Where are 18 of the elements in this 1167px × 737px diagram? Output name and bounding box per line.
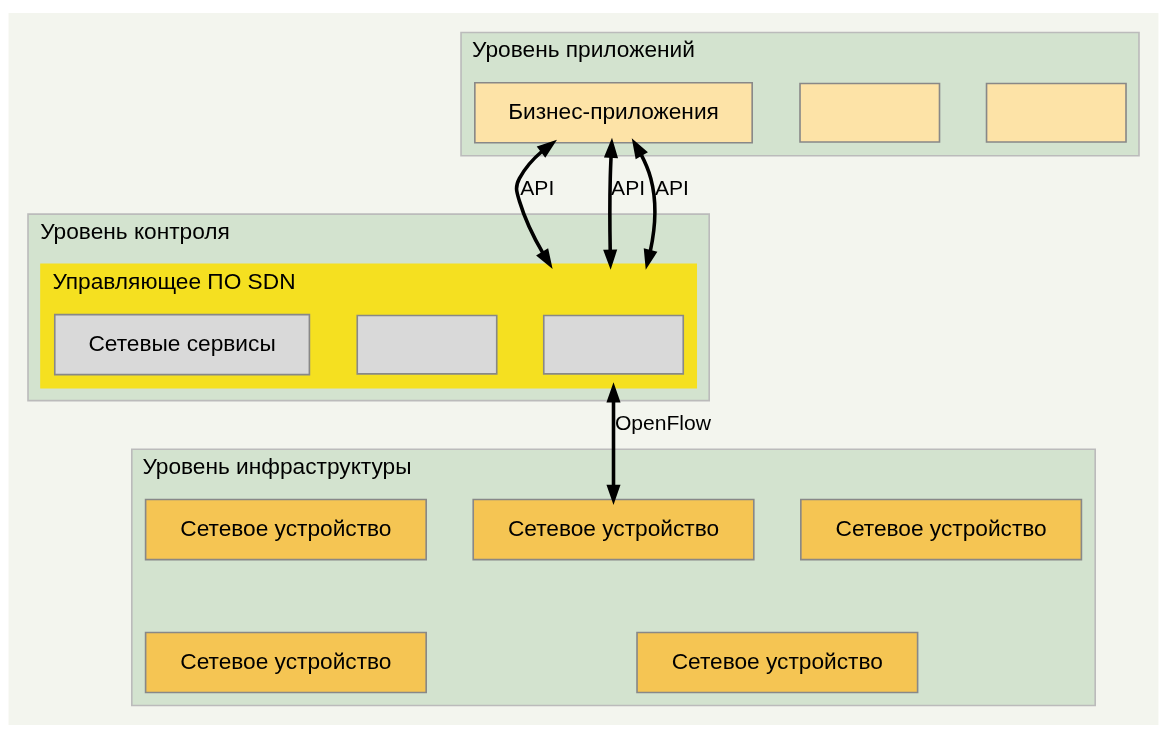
node-box: Сетевое устройство [144, 498, 427, 560]
arrow [514, 139, 557, 269]
node-box [542, 314, 685, 375]
edge-label: API [654, 175, 689, 199]
node-box: Сетевое устройство [472, 498, 755, 560]
edge-label: API [520, 175, 555, 199]
arrow [631, 137, 658, 270]
arrow [603, 137, 619, 270]
node-box: Сетевое устройство [144, 631, 427, 693]
node-box [799, 82, 941, 143]
node-box: Сетевое устройство [636, 631, 919, 693]
node-box: Сетевое устройство [800, 498, 1083, 560]
node-box: Бизнес-приложения [474, 81, 753, 144]
edge-label: OpenFlow [614, 410, 712, 434]
node-box [985, 82, 1127, 143]
node-box [356, 314, 498, 375]
arrow [606, 381, 621, 505]
node-box: Сетевые сервисы [53, 313, 311, 375]
